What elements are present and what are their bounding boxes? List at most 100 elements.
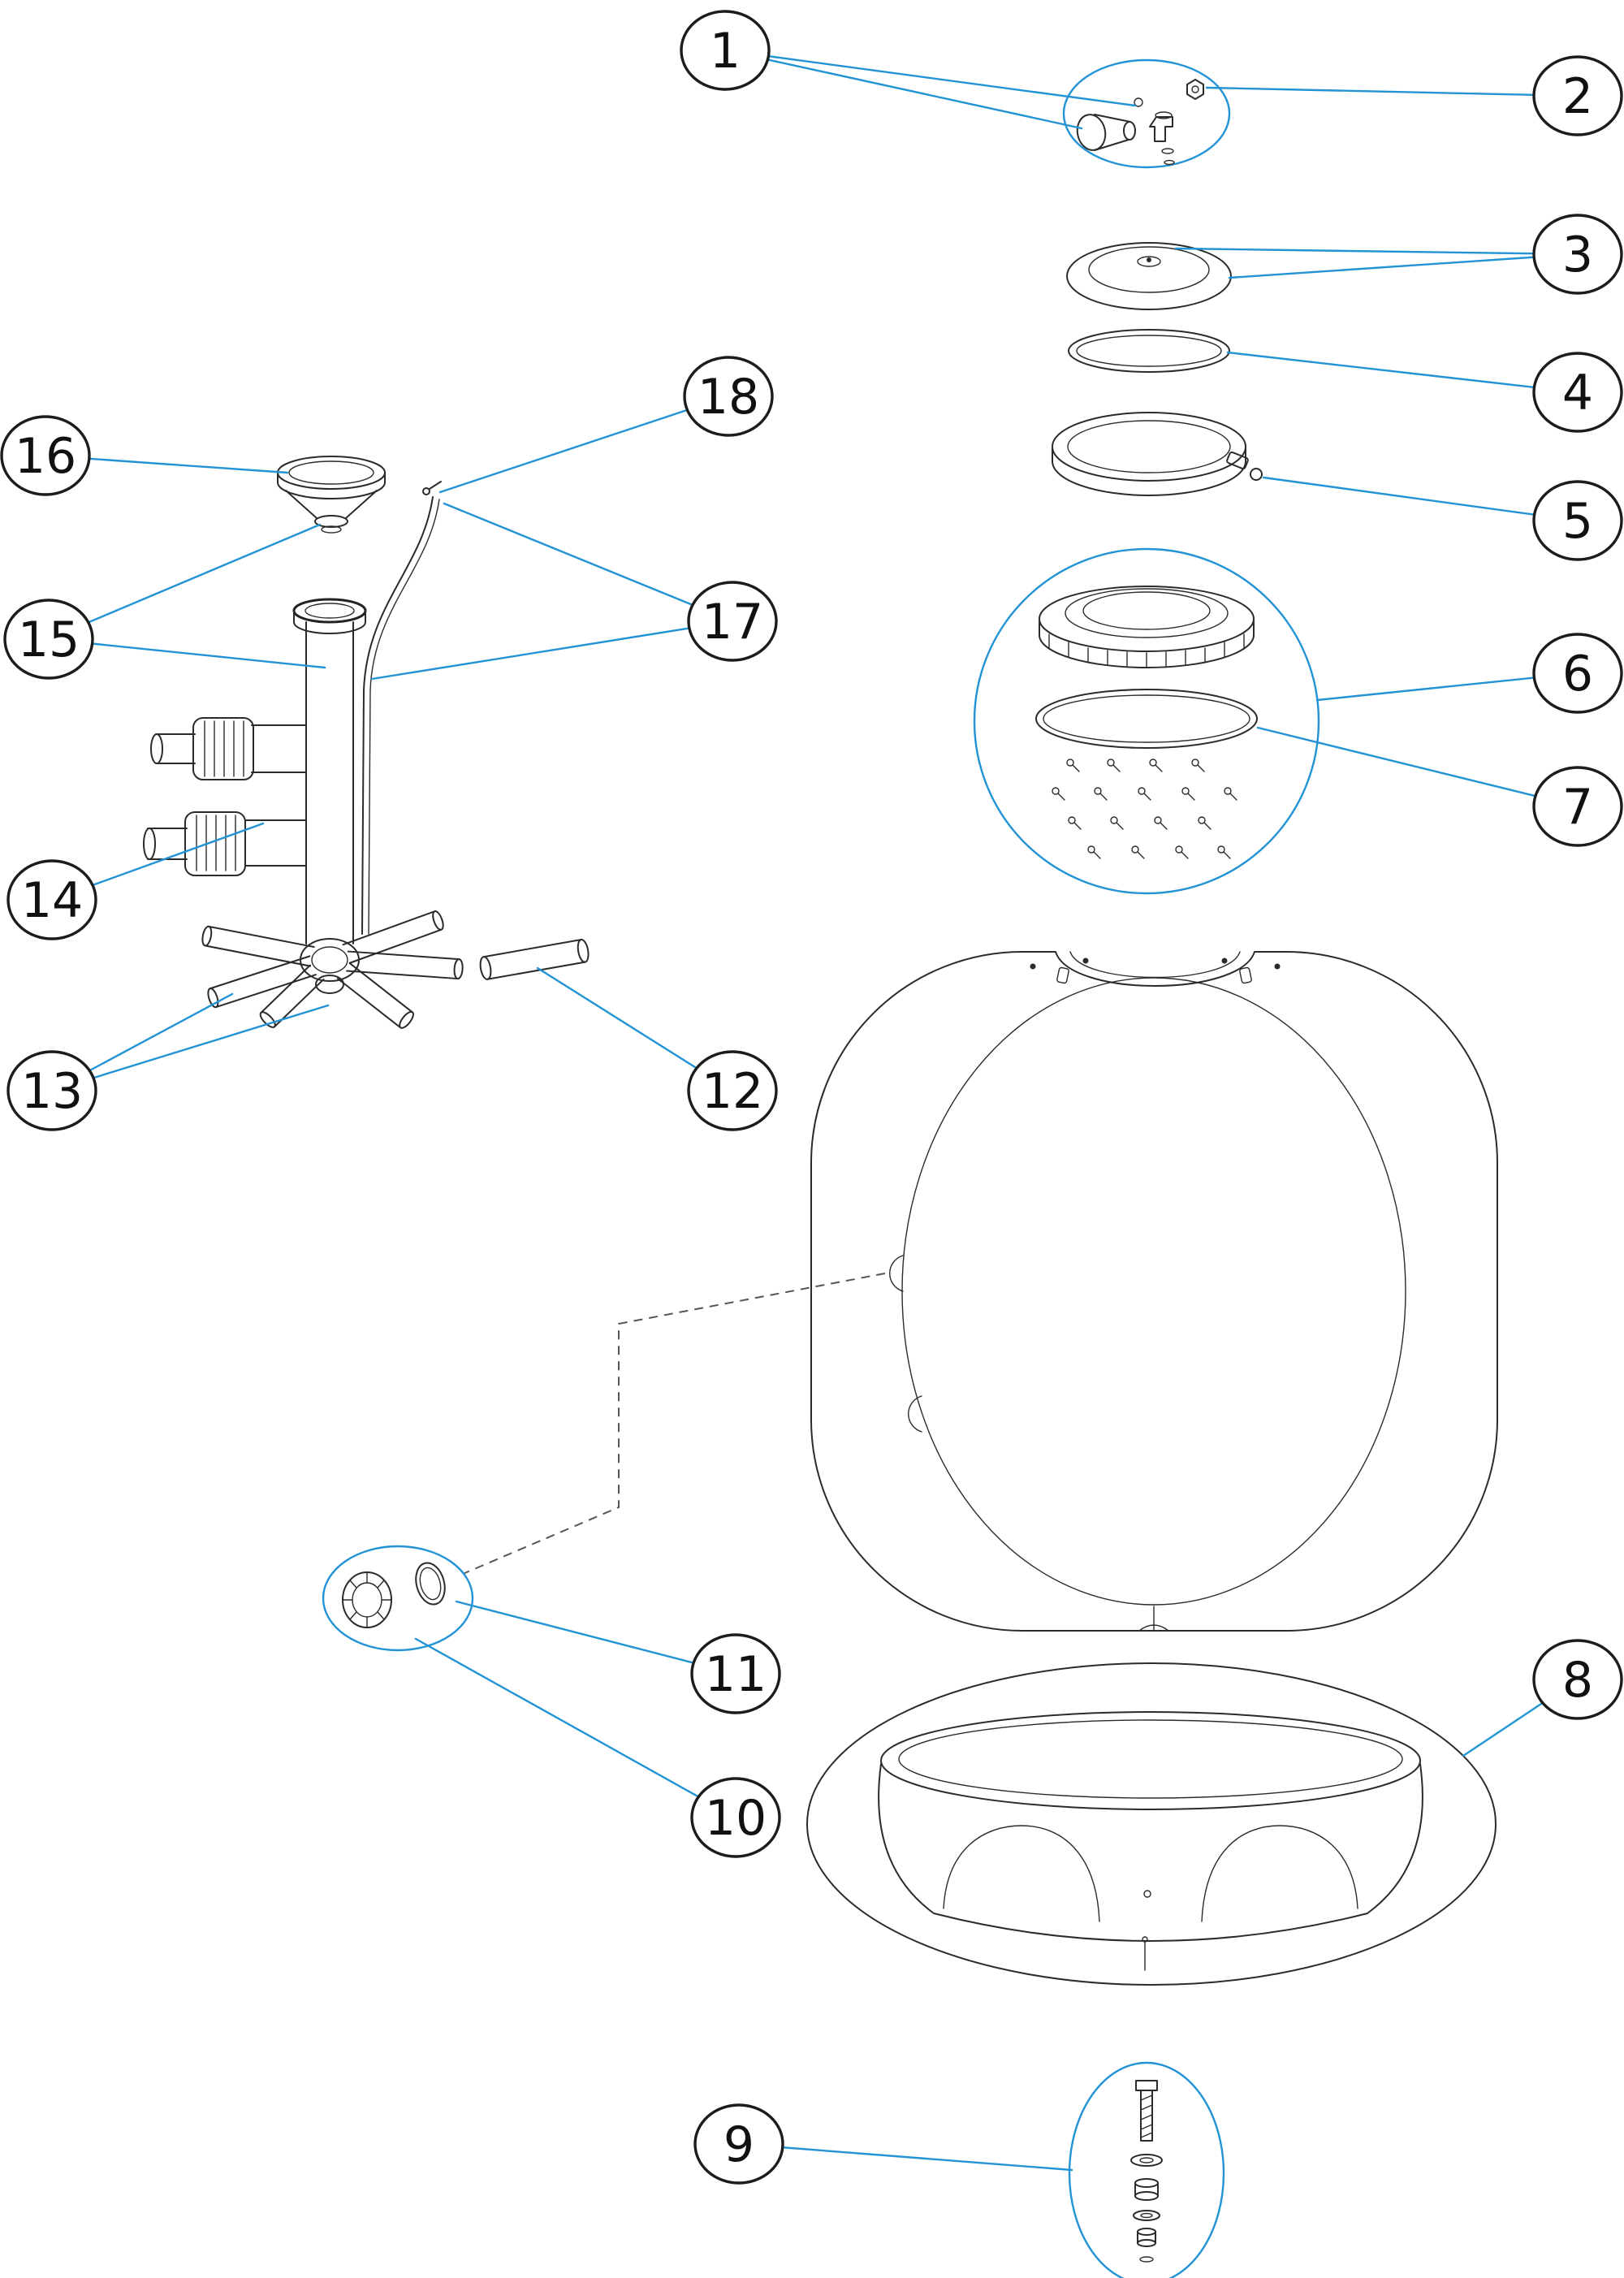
callout-12: 12 [687, 1050, 778, 1131]
union-nut-knurls [342, 1571, 392, 1628]
callout-bubble [1532, 55, 1623, 136]
callout-label: 7 [1562, 779, 1593, 836]
callout-bubble [6, 1050, 97, 1131]
callout-bubble [683, 356, 774, 437]
callout-bubble [1532, 633, 1623, 714]
tank-port-upper [889, 1255, 904, 1292]
part-side-unions [143, 717, 307, 876]
base-center-hole [1143, 1890, 1151, 1898]
tank-bottom-seam [1138, 1606, 1169, 1632]
pipe-collar-inner [304, 603, 355, 619]
callout-9: 9 [693, 2103, 784, 2185]
part-single-lateral [479, 938, 590, 980]
callout-bubble [687, 1050, 778, 1131]
clamp-screw-housing [1226, 451, 1249, 470]
clamp-band [1052, 446, 1246, 496]
callout-bubble [680, 10, 771, 91]
tank-hole [1274, 963, 1281, 970]
leader-17b [370, 620, 734, 681]
clamp-outer [1052, 412, 1246, 482]
hub-bottom [315, 975, 344, 994]
funnel-throat [314, 515, 348, 528]
plug-end [1123, 121, 1136, 140]
callout-label: 14 [21, 872, 83, 929]
callout-label: 12 [702, 1063, 763, 1120]
oring-inner [1076, 335, 1222, 367]
lateral-arm [201, 925, 315, 967]
callouts: 1 2 3 4 5 6 7 8 [0, 10, 1623, 2185]
tube-line-right [368, 499, 440, 935]
callout-3: 3 [1532, 214, 1623, 295]
collar-screws [1052, 759, 1237, 859]
lateral-arm [207, 955, 317, 1009]
callout-14: 14 [6, 859, 97, 940]
part-lid [1066, 242, 1232, 310]
group-ellipse-bolt-kit [1068, 2061, 1225, 2278]
part-standpipe [292, 598, 367, 944]
callout-bubble [1532, 480, 1623, 561]
lateral-arm [346, 950, 464, 980]
callout-5: 5 [1532, 480, 1623, 561]
funnel-rim-inner [288, 460, 374, 485]
group-ellipse-union [322, 1545, 474, 1652]
callout-label: 5 [1562, 493, 1593, 550]
funnel-cone [285, 490, 378, 519]
base-arch-left [943, 1825, 1100, 1922]
part-base [806, 1662, 1497, 1986]
callout-4: 4 [1532, 352, 1623, 433]
base-outer-ellipse [806, 1662, 1497, 1986]
lower-union-ribs [196, 815, 236, 871]
leader-4 [1226, 351, 1579, 394]
locknut-sides [1137, 2231, 1156, 2244]
callout-label: 13 [21, 1063, 83, 1120]
hub-body [300, 938, 360, 982]
detail-circle [973, 547, 1320, 895]
locknut-top [1137, 2228, 1156, 2236]
collar-outer [1039, 586, 1255, 652]
washer-large-hole [1139, 2157, 1154, 2163]
callout-label: 11 [705, 1646, 767, 1703]
leader-17a [443, 502, 734, 623]
lid-inner-rim [1088, 246, 1210, 293]
tank-lug-left [1056, 966, 1069, 984]
leader-9 [737, 2142, 1073, 2172]
callout-label: 3 [1562, 227, 1593, 283]
lower-elbow-pipe [244, 819, 307, 867]
washer-2 [1164, 159, 1175, 166]
callout-bubble [1532, 352, 1623, 433]
callout-label: 10 [705, 1790, 767, 1847]
callout-bubble [6, 859, 97, 940]
plug-sides [1094, 114, 1131, 151]
washer-large [1130, 2154, 1163, 2167]
nut-top [1134, 2178, 1159, 2188]
leader-11 [455, 1600, 737, 1675]
leader-18 [438, 395, 730, 494]
hex-nut [1186, 79, 1204, 100]
base-drain-dot [1142, 1936, 1148, 1943]
tank-hole [1221, 957, 1228, 964]
bolt-head [1135, 2080, 1158, 2091]
part-tank-body [462, 951, 1498, 1632]
upper-union-tail [155, 733, 196, 764]
leader-lines [44, 49, 1579, 2172]
callout-7: 7 [1532, 766, 1623, 847]
pipe-body [305, 621, 354, 944]
leader-15b [47, 638, 326, 669]
small-fitting-top [1155, 111, 1173, 119]
funnel-stem [321, 525, 342, 534]
part-drain-plug-assembly [1062, 58, 1231, 169]
tank-oring-outer [1035, 689, 1258, 749]
nut-bottom [1134, 2191, 1159, 2201]
funnel-band [277, 472, 386, 499]
callout-label: 9 [723, 2116, 754, 2173]
leader-13b [50, 1004, 330, 1092]
base-skirt [878, 1763, 1423, 1942]
bolt-shaft [1140, 2090, 1153, 2142]
leader-2 [1205, 86, 1579, 97]
callout-bubble [1532, 766, 1623, 847]
callout-label: 8 [1562, 1652, 1593, 1709]
hex-nut-hole [1191, 85, 1199, 93]
tube-top-fastener [422, 487, 430, 495]
tank-port-lower [908, 1395, 922, 1433]
